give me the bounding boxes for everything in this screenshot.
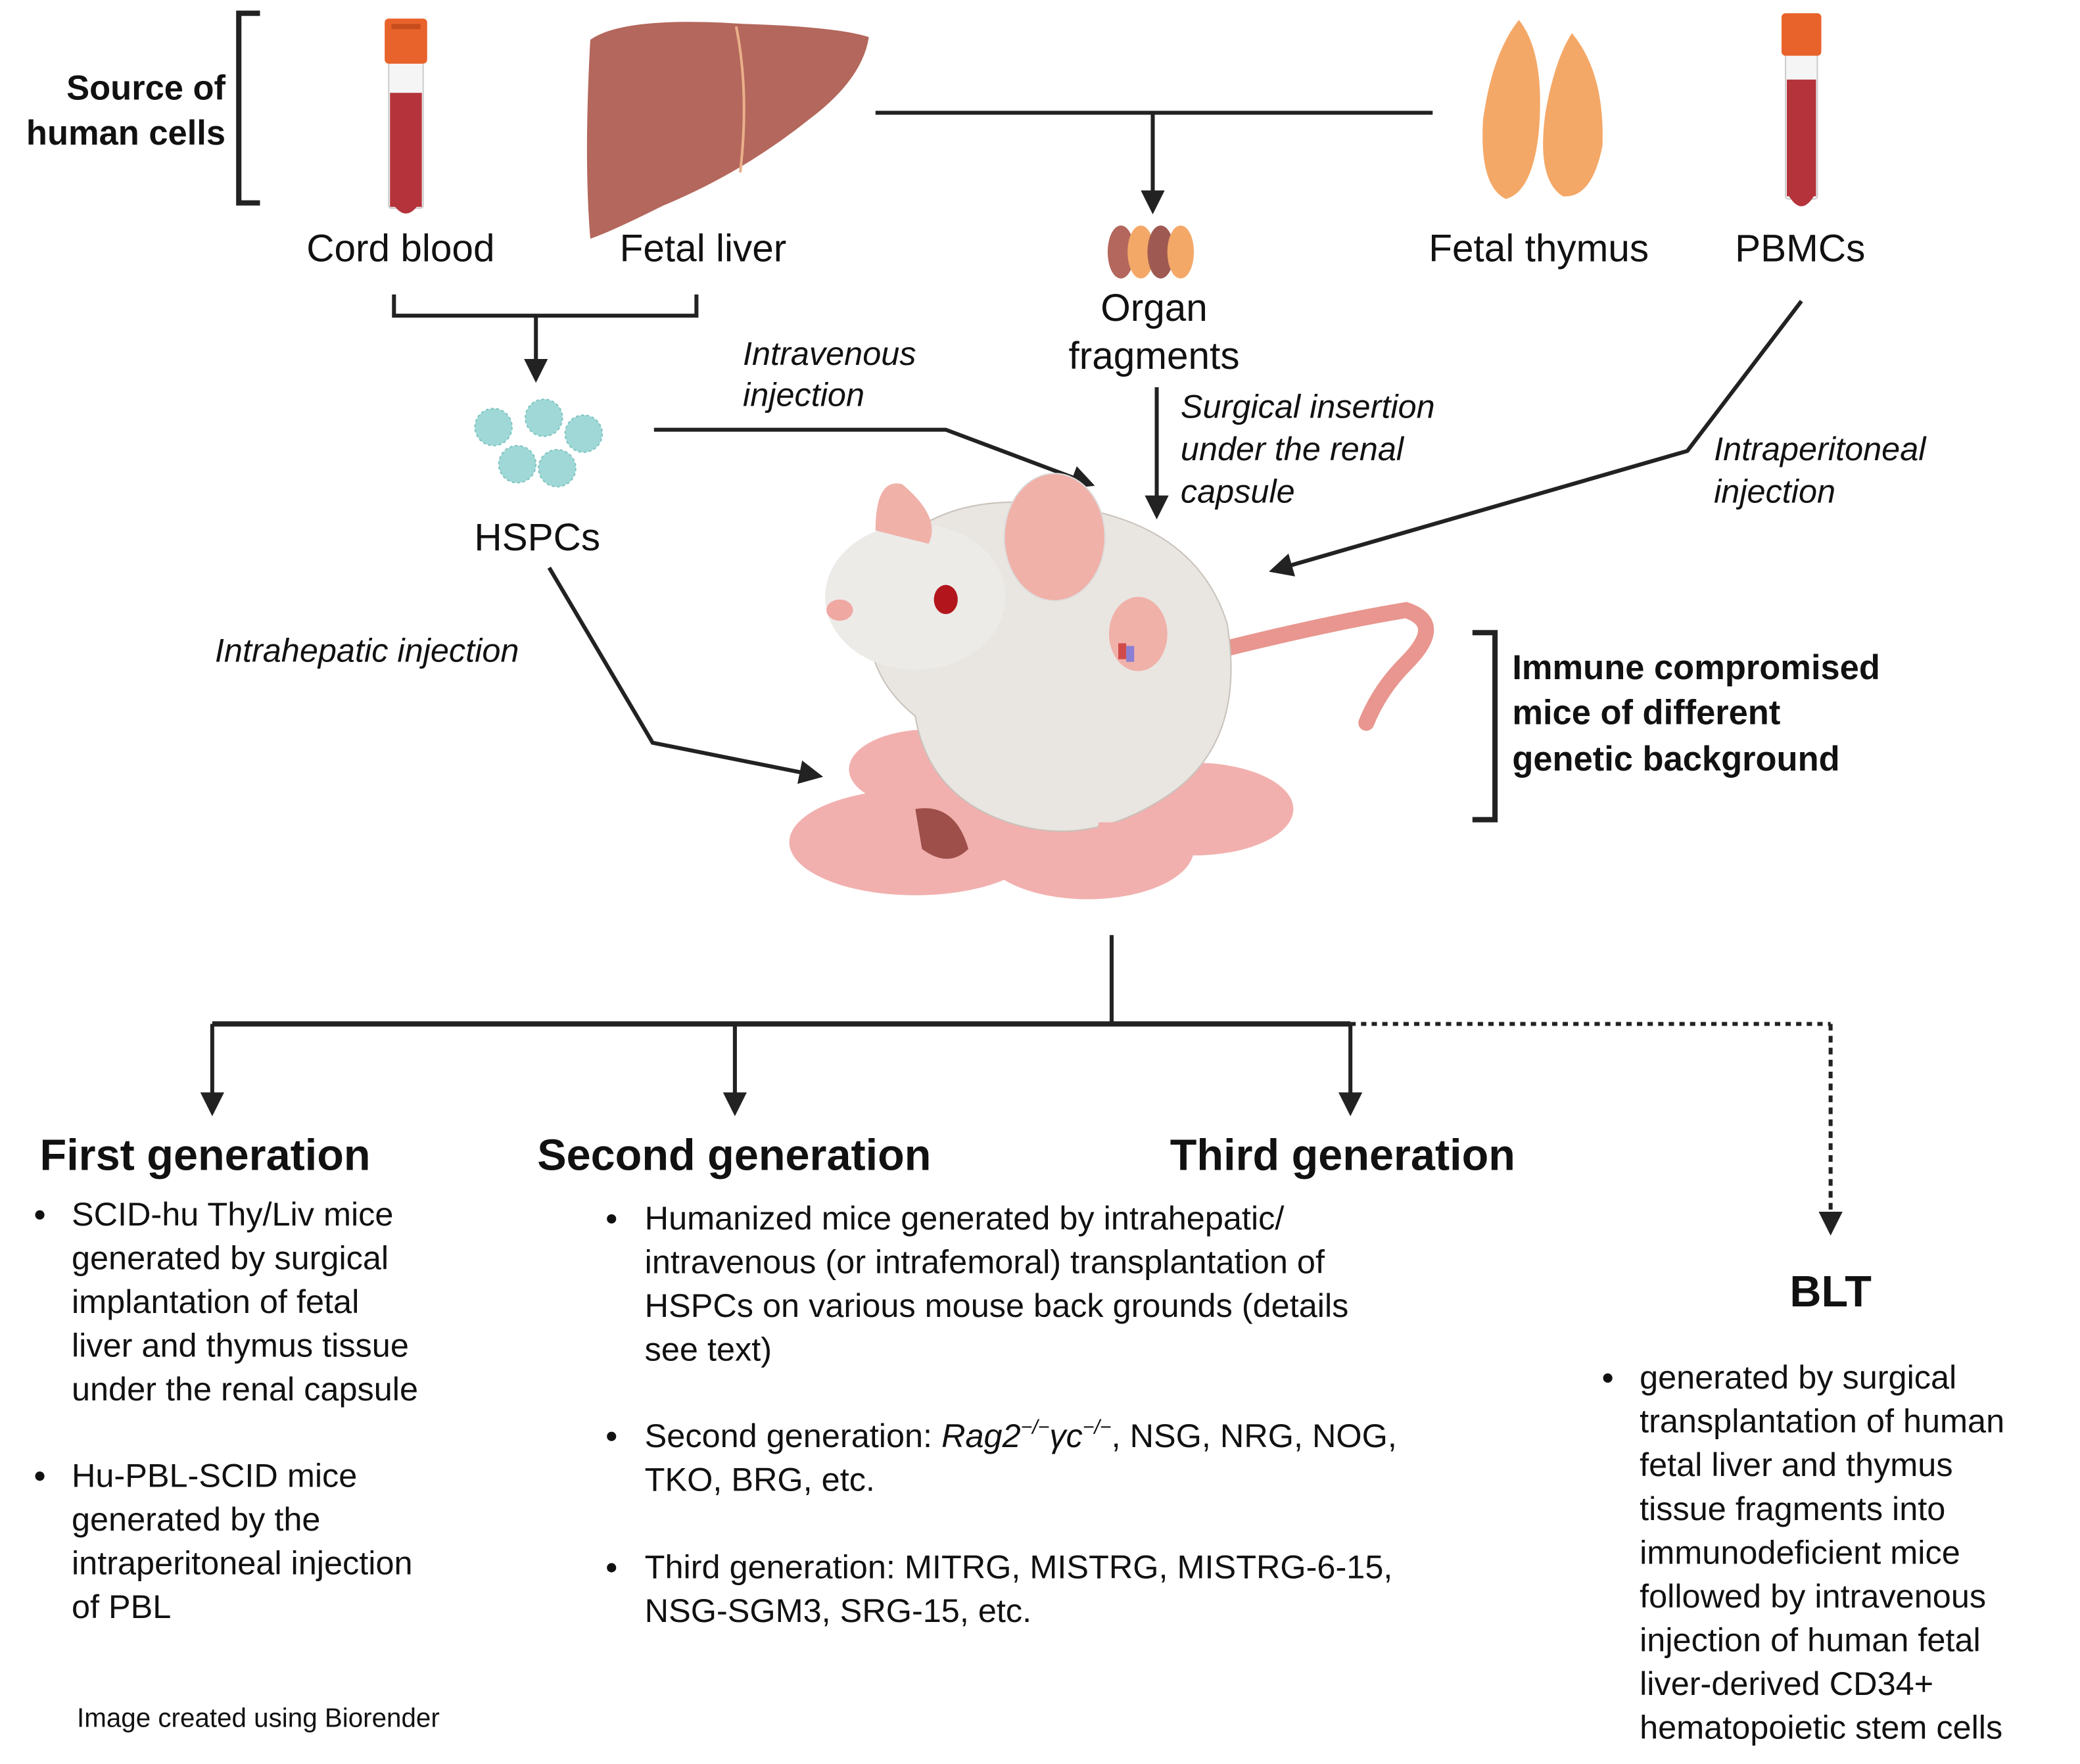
list-item: Hu-PBL-SCID mice (72, 1456, 357, 1494)
surgical-label-line2: under the renal (1181, 430, 1405, 467)
list-item: SCID-hu Thy/Liv mice (72, 1195, 394, 1233)
list-item: transplantation of human (1640, 1402, 2004, 1440)
organ-fragments-label-line2: fragments (1068, 335, 1239, 377)
bullet-icon (1603, 1373, 1613, 1383)
source-label-line2: human cells (26, 114, 225, 153)
fetal-thymus-icon (1482, 20, 1603, 199)
bullet-icon (607, 1431, 617, 1441)
list-item: intravenous (or intrafemoral) transplant… (645, 1243, 1325, 1281)
fetal-thymus-label: Fetal thymus (1429, 227, 1649, 270)
mouse-nose-icon (826, 599, 853, 621)
list-item: generated by surgical (1640, 1358, 1956, 1396)
mice-label-line2: mice of different (1512, 694, 1780, 732)
organ-fragments-label-line1: Organ (1100, 287, 1208, 329)
list-item: intraperitoneal injection (72, 1544, 413, 1582)
organ-fragments-icon (1107, 225, 1194, 279)
intravenous-arrow (653, 427, 1095, 489)
second-third-generation-list: Humanized mice generated by intrahepatic… (607, 1199, 1397, 1629)
first-generation-title: First generation (40, 1131, 371, 1180)
mouse-with-pups-illustration (789, 473, 1434, 899)
list-item: NSG-SGM3, SRG-15, etc. (645, 1592, 1031, 1629)
pbmcs-label: PBMCs (1735, 227, 1865, 270)
source-bracket (236, 11, 260, 206)
bullet-icon (607, 1563, 617, 1573)
connector-bracket (392, 294, 699, 318)
list-item: tissue fragments into (1640, 1490, 1945, 1527)
cord-blood-tube-icon (385, 18, 427, 214)
mouse-eye-icon (934, 584, 958, 615)
intraperitoneal-arrow (1269, 300, 1803, 577)
mice-bracket (1472, 630, 1498, 822)
list-item: followed by intravenous (1640, 1577, 1986, 1615)
intravenous-label-line2: injection (743, 375, 864, 413)
bullet-icon (35, 1210, 45, 1220)
fetal-liver-label: Fetal liver (620, 227, 787, 270)
list-item: implantation of fetal (72, 1283, 359, 1320)
generation-tree (200, 935, 1843, 1236)
list-item: Second generation: Rag2−/−γc−/−, NSG, NR… (645, 1417, 1397, 1454)
surgical-label-line3: capsule (1181, 473, 1295, 510)
list-item: see text) (645, 1331, 772, 1368)
first-generation-list: SCID-hu Thy/Liv mice generated by surgic… (35, 1195, 418, 1625)
list-item: hematopoietic stem cells (1640, 1709, 2002, 1746)
pup-liver-icon (915, 808, 969, 859)
intraperitoneal-label-line2: injection (1714, 473, 1835, 510)
cord-blood-label: Cord blood (306, 227, 494, 270)
list-item: liver-derived CD34+ (1640, 1665, 1933, 1702)
bullet-icon (35, 1471, 45, 1481)
bullet-icon (607, 1214, 617, 1224)
list-item: HSPCs on various mouse back grounds (det… (645, 1287, 1349, 1324)
list-item: of PBL (72, 1588, 171, 1625)
kidney-icon (1108, 596, 1168, 671)
mice-label-line3: genetic background (1512, 740, 1839, 778)
blt-title: BLT (1789, 1268, 1871, 1316)
list-item: Humanized mice generated by intrahepatic… (645, 1199, 1285, 1237)
third-generation-title: Third generation (1170, 1131, 1515, 1180)
list-item: liver and thymus tissue (72, 1327, 409, 1364)
surgical-label-line1: Surgical insertion (1181, 387, 1435, 425)
intrahepatic-arrow (547, 566, 824, 784)
list-item: generated by surgical (72, 1239, 389, 1277)
list-item: injection of human fetal (1640, 1621, 1981, 1659)
list-item: immunodeficient mice (1640, 1533, 1960, 1571)
list-item: TKO, BRG, etc. (645, 1460, 875, 1498)
intravenous-label-line1: Intravenous (743, 335, 916, 372)
intrahepatic-label: Intrahepatic injection (215, 632, 519, 669)
intraperitoneal-label-line1: Intraperitoneal (1714, 430, 1927, 467)
list-item: generated by the (72, 1500, 321, 1538)
list-item: fetal liver and thymus (1640, 1446, 1953, 1483)
pbmc-tube-icon (1781, 13, 1822, 206)
mice-label-line1: Immune compromised (1512, 649, 1880, 687)
blt-list: generated by surgical transplantation of… (1603, 1358, 2004, 1746)
biorender-credit: Image created using Biorender (77, 1703, 440, 1733)
second-generation-title: Second generation (537, 1131, 931, 1180)
fetal-liver-icon (586, 22, 869, 239)
list-item: Third generation: MITRG, MISTRG, MISTRG-… (645, 1548, 1393, 1586)
list-item: under the renal capsule (72, 1370, 418, 1408)
hspcs-label: HSPCs (474, 516, 600, 559)
hspc-cells-icon (474, 398, 603, 488)
source-label-line1: Source of (66, 69, 225, 107)
